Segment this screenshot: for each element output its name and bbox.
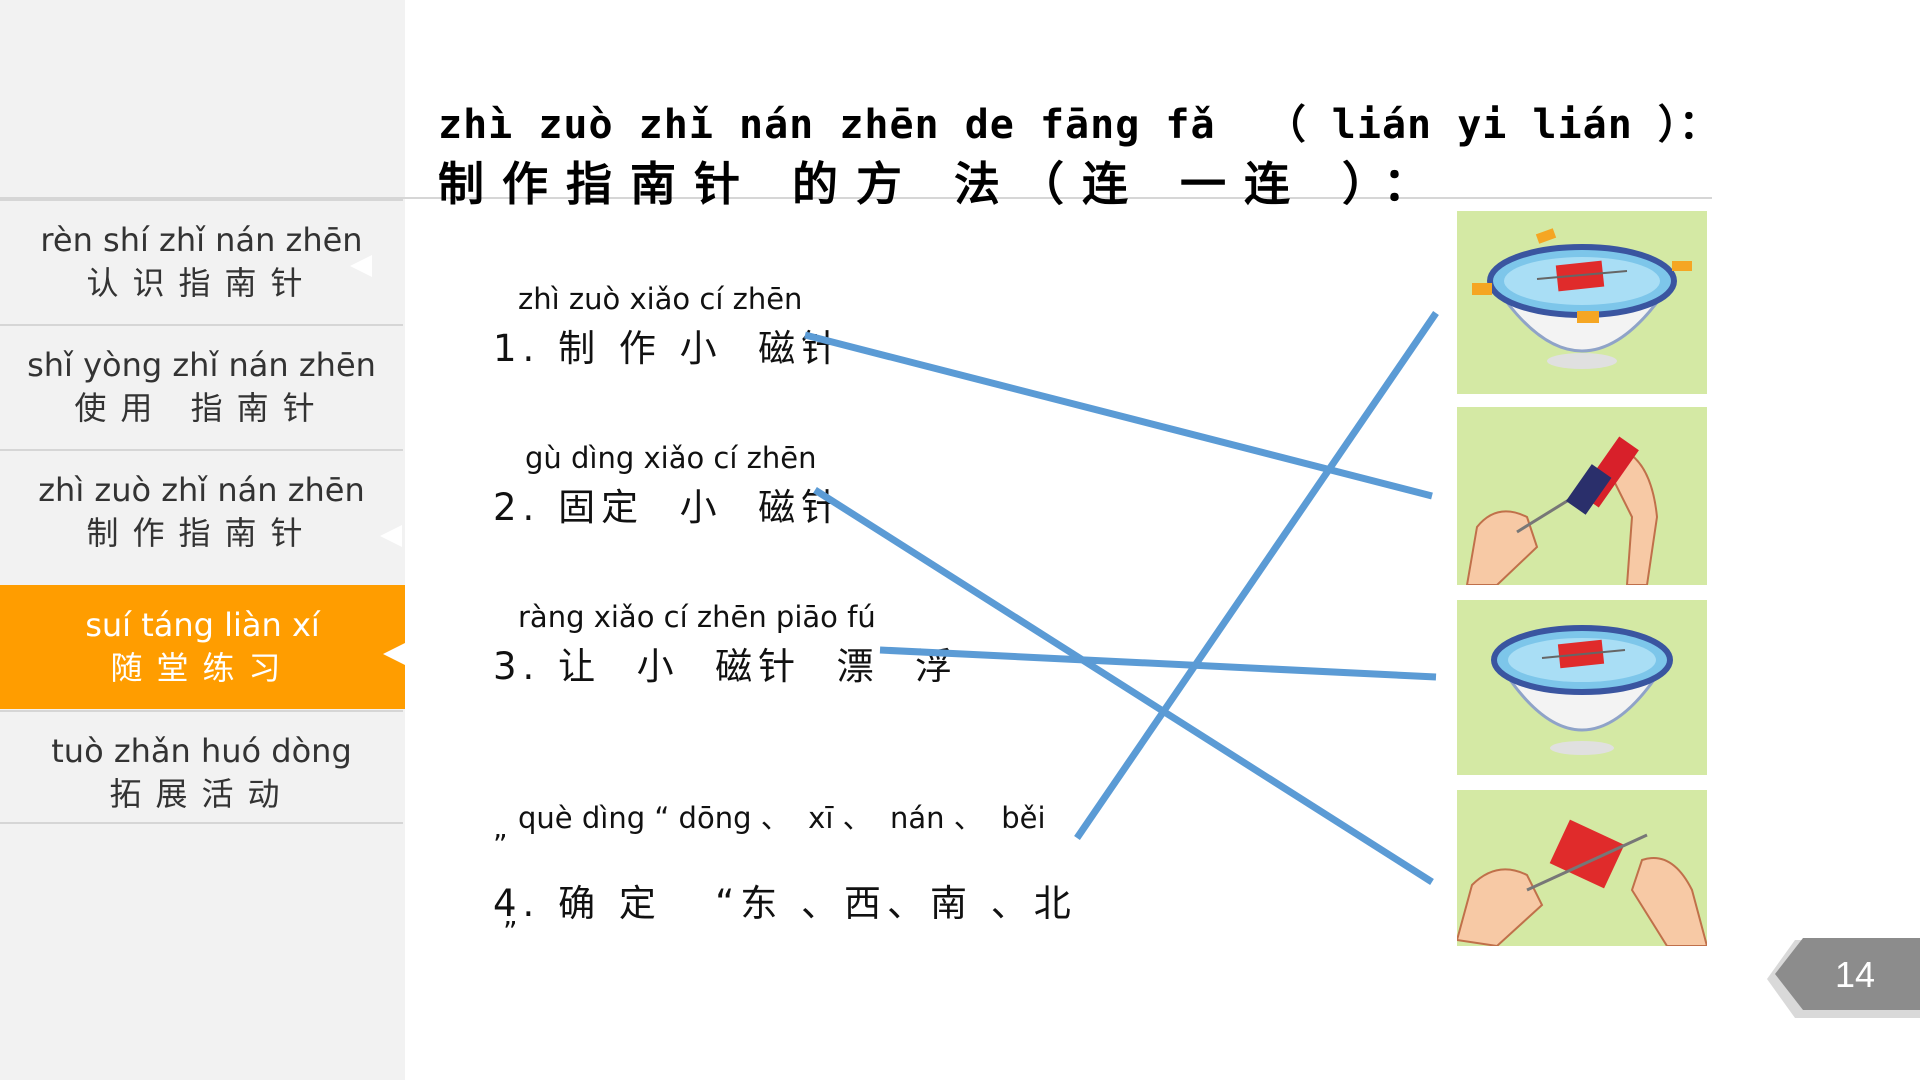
sidebar: rèn shí zhǐ nán zhēn 认识指南针 shǐ yòng zhǐ … [0, 0, 405, 1080]
pointer-arrow-icon [380, 525, 402, 547]
picture-floating-needle-bowl[interactable] [1457, 600, 1707, 775]
sidebar-item-label: 随堂练习 [110, 649, 295, 687]
sidebar-item-extension-activity[interactable]: tuò zhǎn huó dòng 拓展活动 [0, 710, 403, 834]
item-1-label[interactable]: 1. 制 作 小 磁针 [493, 327, 845, 370]
page-badge [1767, 938, 1920, 1018]
item-2-pinyin: gù dìng xiǎo cí zhēn [525, 441, 817, 475]
sidebar-item-pinyin: tuò zhǎn huó dòng [51, 732, 352, 770]
sidebar-item-label: 使用 指南针 [74, 389, 329, 427]
picture-bowl-with-flags[interactable] [1457, 211, 1707, 394]
title-pinyin: zhì zuò zhǐ nán zhēn de fāng fǎ （ lián y… [438, 102, 1720, 148]
sidebar-item-pinyin: rèn shí zhǐ nán zhēn [40, 221, 363, 259]
bowl-with-floating-needle-icon [1491, 625, 1673, 755]
item-4-label[interactable]: 4. 确 定 “东 、西、南 、北 [493, 882, 1077, 925]
active-pointer-arrow-icon [383, 643, 405, 665]
item-3-pinyin: ràng xiǎo cí zhēn piāo fú [518, 600, 876, 634]
page-title: 制作指南针 的方 法（连 一连 ）： [438, 157, 1448, 211]
bowl-with-floating-needle-and-direction-flags-icon [1472, 228, 1692, 369]
picture-needle-through-paper[interactable] [1457, 790, 1707, 946]
sidebar-item-pinyin: suí táng liàn xí [85, 606, 320, 644]
sidebar-item-class-practice[interactable]: suí táng liàn xí 随堂练习 [0, 585, 405, 709]
sidebar-item-make-compass[interactable]: zhì zuò zhǐ nán zhēn 制作指南针 [0, 449, 403, 573]
sidebar-item-label: 制作指南针 [86, 514, 317, 552]
sidebar-item-pinyin: shǐ yòng zhǐ nán zhēn [27, 346, 376, 384]
item-4-pinyin: què dìng “ dōng 、 xī 、 nán 、 běi [518, 801, 1046, 835]
match-line-4 [1074, 311, 1439, 840]
item-3-label[interactable]: 3. 让 小 磁针 漂 浮 [493, 645, 959, 688]
match-line-3 [879, 646, 1437, 681]
title-underline [0, 197, 1712, 199]
sidebar-item-label: 拓展活动 [109, 775, 294, 813]
item-4-close-quote: ” [493, 828, 508, 861]
item-4-close-quote: ” [503, 915, 518, 948]
sidebar-item-label: 认识指南针 [86, 264, 317, 302]
magnetizing-needle-with-magnet-icon [1465, 436, 1659, 585]
needle-through-paper-icon [1457, 819, 1707, 946]
sidebar-item-pinyin: zhì zuò zhǐ nán zhēn [38, 471, 365, 509]
picture-magnetize-needle[interactable] [1457, 407, 1707, 585]
sidebar-divider [0, 822, 403, 824]
page-number: 14 [1834, 954, 1876, 995]
sidebar-item-know-compass[interactable]: rèn shí zhǐ nán zhēn 认识指南针 [0, 199, 403, 323]
pointer-arrow-icon [350, 255, 372, 277]
item-1-pinyin: zhì zuò xiǎo cí zhēn [518, 282, 803, 316]
match-line-2 [813, 487, 1434, 885]
match-line-1 [804, 331, 1433, 500]
sidebar-item-use-compass[interactable]: shǐ yòng zhǐ nán zhēn 使用 指南针 [0, 324, 403, 448]
